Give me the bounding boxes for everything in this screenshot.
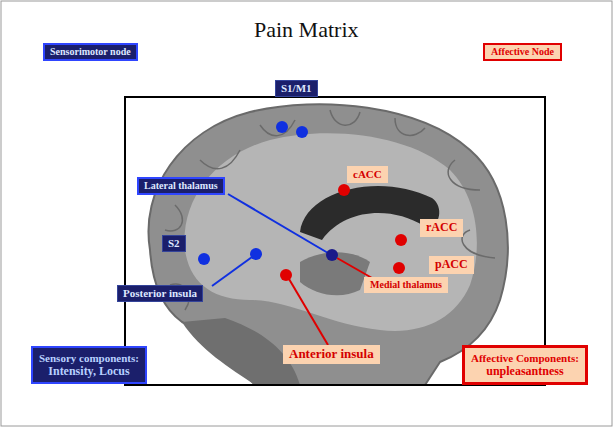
region-label: rACC bbox=[420, 219, 463, 237]
gyri bbox=[165, 110, 495, 310]
region-label: pACC bbox=[429, 256, 474, 274]
activation-dot bbox=[393, 262, 405, 274]
node-label: Posterior insula bbox=[123, 287, 197, 300]
brain-outline bbox=[148, 104, 507, 385]
node-label: cACC bbox=[353, 168, 382, 181]
leader-line bbox=[228, 194, 328, 253]
region-label: Lateral thalamus bbox=[137, 177, 225, 195]
node-label: Lateral thalamus bbox=[144, 180, 218, 192]
node-label: Medial thalamus bbox=[370, 279, 442, 291]
white-matter bbox=[185, 133, 477, 331]
leader-line bbox=[337, 258, 372, 278]
node-label: Affective Components: bbox=[471, 352, 579, 365]
node-label: Affective Node bbox=[491, 46, 554, 58]
activation-dot bbox=[280, 269, 292, 281]
activation-dot bbox=[296, 126, 308, 138]
activation-dot bbox=[395, 234, 407, 246]
activation-dot bbox=[276, 121, 288, 133]
region-label: S2 bbox=[162, 235, 186, 252]
summary-box: Sensory components:Intensity, Locus bbox=[31, 346, 147, 384]
node-label: Anterior insula bbox=[289, 347, 374, 362]
slide-title: Pain Matrix bbox=[254, 17, 359, 43]
node-label: S2 bbox=[168, 237, 180, 250]
node-label: Sensorimotor node bbox=[50, 46, 131, 58]
corpus-callosum bbox=[300, 186, 439, 240]
leader-line bbox=[212, 257, 252, 286]
summary-box: Affective Components:unpleasantness bbox=[462, 345, 588, 385]
group-header: Sensorimotor node bbox=[43, 43, 138, 61]
activation-dot bbox=[338, 184, 350, 196]
activation-dot bbox=[326, 249, 338, 261]
activation-dot bbox=[250, 248, 262, 260]
node-body: unpleasantness bbox=[471, 365, 579, 379]
region-label: S1/M1 bbox=[275, 80, 318, 97]
activation-dot bbox=[198, 253, 210, 265]
node-label: Sensory components: bbox=[39, 352, 139, 365]
node-label: S1/M1 bbox=[281, 82, 312, 95]
group-header: Affective Node bbox=[483, 43, 562, 61]
image-frame bbox=[125, 97, 545, 385]
region-label: Medial thalamus bbox=[364, 277, 448, 293]
region-label: cACC bbox=[347, 166, 388, 183]
image-ground bbox=[125, 97, 545, 385]
node-body: Intensity, Locus bbox=[39, 365, 139, 379]
leader-line bbox=[289, 279, 328, 345]
node-label: rACC bbox=[426, 221, 457, 235]
region-label: Posterior insula bbox=[117, 285, 203, 302]
region-label: Anterior insula bbox=[283, 345, 380, 364]
node-label: pACC bbox=[435, 258, 468, 272]
